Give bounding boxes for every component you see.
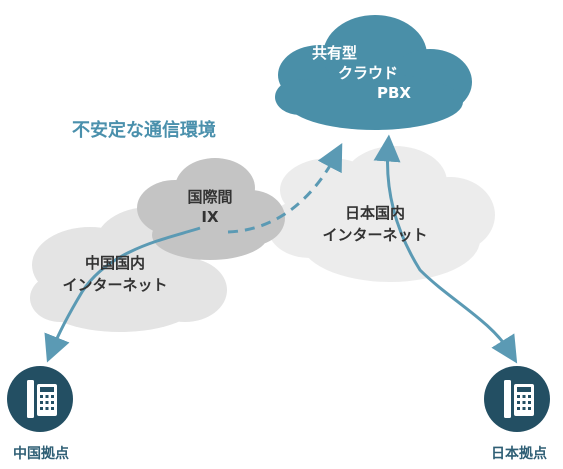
pbx-label-line1: 共有型 [312,44,358,62]
japan-internet-label-line1: 日本国内 [344,204,405,222]
ix-label-line2: IX [201,208,219,226]
china-internet-label-line1: 中国国内 [84,254,145,272]
china-connection-path [44,226,201,363]
unstable-dashed-path [227,143,343,234]
japan-internet-label-line2: インターネット [322,226,428,244]
japan-connection-path [373,134,518,364]
ix-label-line1: 国際間 [187,188,233,206]
phone-icon [7,366,73,432]
china-internet-label-line2: インターネット [62,276,168,294]
pbx-label-line2: クラウド [338,64,399,82]
pbx-label-line3: PBX [377,84,411,102]
japan-site-label: 日本拠点 [491,446,547,462]
china-site-label: 中国拠点 [13,446,69,462]
unstable-network-headline: 不安定な通信環境 [72,120,216,141]
pbx-cloud [275,15,472,130]
phone-icon [484,366,550,432]
